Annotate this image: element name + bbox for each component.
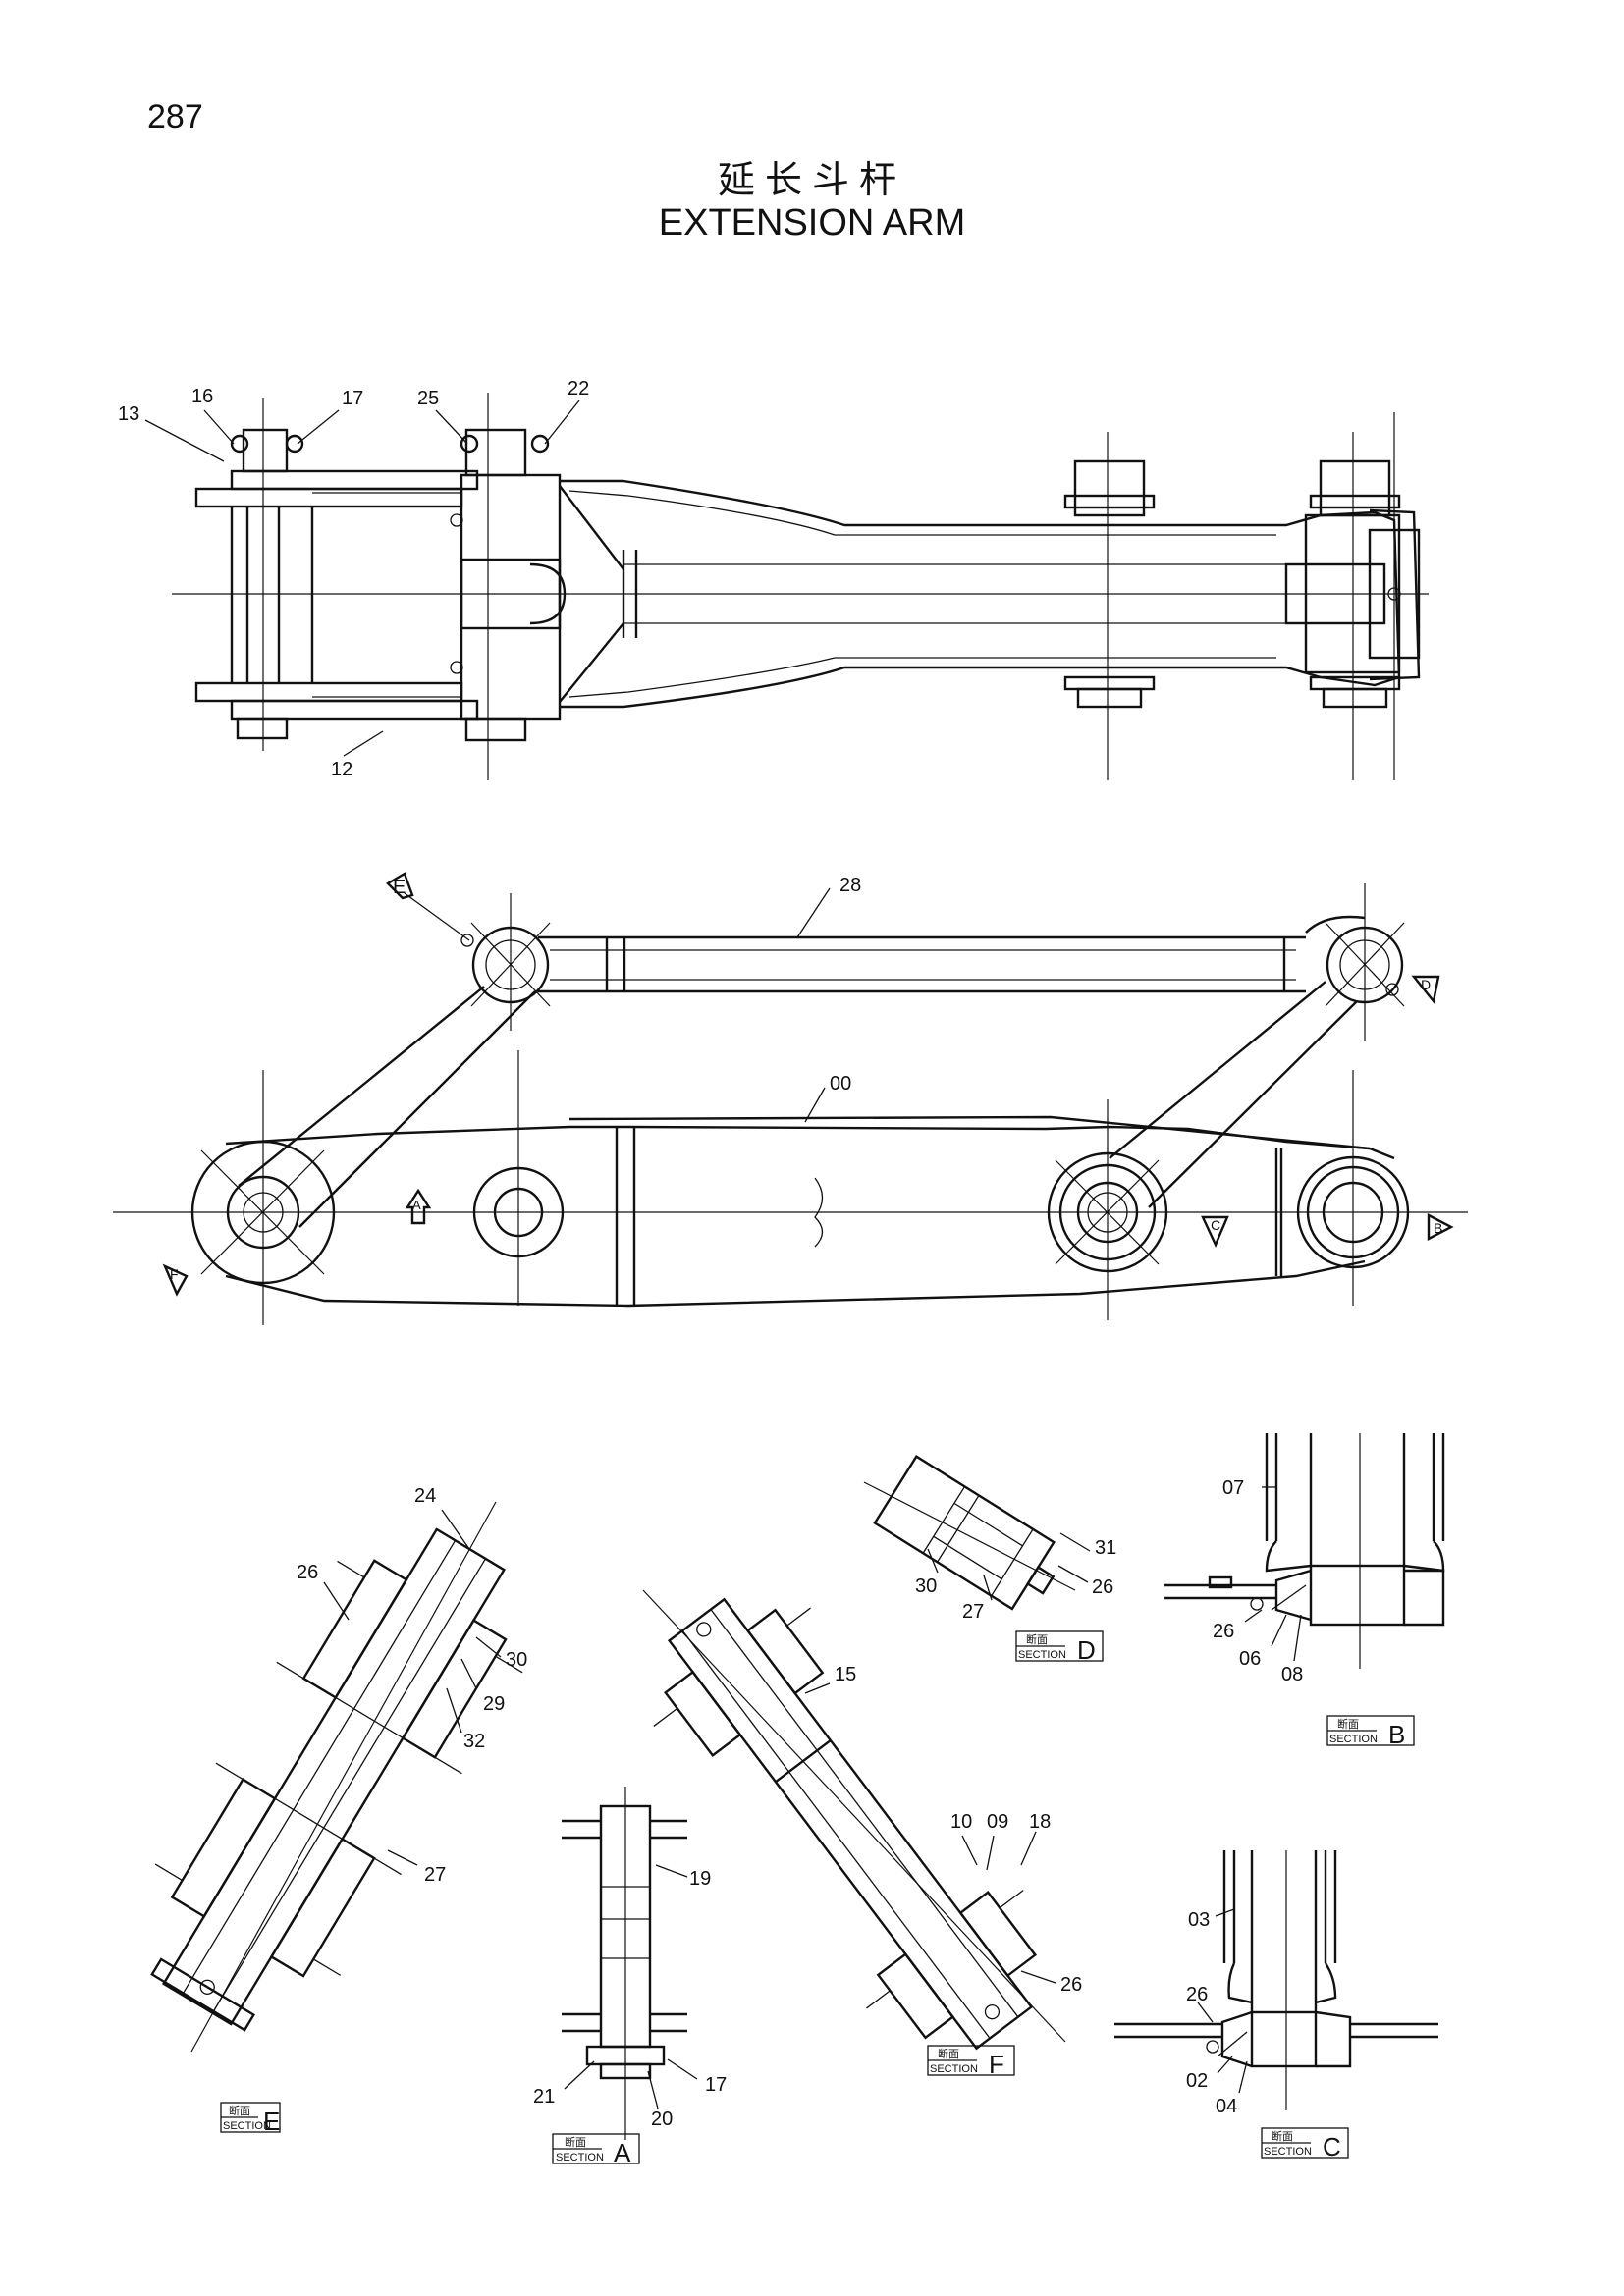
section-tag-c: 断面 SECTION C (1261, 2127, 1349, 2162)
section-d-view: 31 26 30 27 断面 SECTION D (863, 1455, 1116, 1665)
top-view: 13 16 17 25 22 12 (118, 378, 1429, 780)
svg-text:E: E (263, 2107, 280, 2136)
label-17-a: 17 (705, 2074, 727, 2096)
svg-text:F: F (170, 1266, 179, 1282)
label-00: 00 (830, 1073, 851, 1095)
svg-text:C: C (1323, 2132, 1341, 2162)
label-30-d: 30 (915, 1575, 937, 1597)
label-16: 16 (191, 386, 213, 407)
label-26-c: 26 (1186, 1984, 1208, 2005)
label-08: 08 (1281, 1664, 1303, 1685)
view-arrow-f: F (162, 1263, 189, 1297)
label-17: 17 (342, 388, 363, 409)
svg-text:SECTION: SECTION (1329, 1734, 1378, 1745)
svg-text:C: C (1211, 1217, 1220, 1233)
label-27-d: 27 (962, 1601, 984, 1623)
title-english: EXTENSION ARM (658, 202, 966, 243)
svg-text:B: B (1434, 1220, 1442, 1236)
svg-text:E: E (393, 877, 406, 898)
svg-text:A: A (614, 2138, 631, 2167)
label-02: 02 (1186, 2070, 1208, 2092)
label-29: 29 (483, 1693, 505, 1715)
section-tag-e: 断面 SECTION E (220, 2102, 281, 2136)
section-b-view: 07 26 06 08 断面 SECTION B (1164, 1433, 1445, 1749)
label-31: 31 (1095, 1537, 1116, 1559)
view-arrow-e: E (386, 872, 470, 941)
svg-text:F: F (989, 2050, 1004, 2079)
label-03: 03 (1188, 1909, 1210, 1931)
svg-text:D: D (1077, 1635, 1096, 1665)
label-24: 24 (414, 1485, 436, 1507)
section-tag-d: 断面 SECTION D (1015, 1630, 1104, 1665)
label-13: 13 (118, 403, 139, 425)
svg-text:SECTION: SECTION (556, 2152, 604, 2163)
label-26-f: 26 (1060, 1974, 1082, 1996)
svg-text:SECTION: SECTION (930, 2063, 978, 2075)
label-27: 27 (424, 1864, 446, 1886)
page-number: 287 (147, 98, 203, 135)
label-18: 18 (1029, 1811, 1051, 1833)
label-21: 21 (533, 2086, 555, 2108)
svg-text:断面: 断面 (1272, 2129, 1293, 2143)
svg-text:A: A (412, 1198, 421, 1212)
section-tag-b: 断面 SECTION B (1326, 1715, 1415, 1749)
label-09: 09 (987, 1811, 1008, 1833)
section-a-view: 19 21 20 17 断面 SECTION A (533, 1787, 727, 2167)
svg-text:B: B (1388, 1720, 1405, 1749)
view-arrow-c: C (1201, 1215, 1229, 1248)
svg-text:D: D (1421, 977, 1431, 992)
view-arrow-a: A (405, 1188, 432, 1225)
label-19: 19 (689, 1868, 711, 1890)
label-15: 15 (835, 1664, 856, 1685)
section-e-view: 24 26 30 29 32 27 断面 SECTION E (150, 1485, 527, 2136)
label-26-b: 26 (1213, 1621, 1234, 1642)
label-06: 06 (1239, 1648, 1261, 1670)
title-chinese: 延长斗杆 (717, 158, 906, 201)
label-20: 20 (651, 2109, 673, 2130)
svg-text:断面: 断面 (1337, 1717, 1359, 1731)
view-arrow-b: B (1427, 1213, 1454, 1241)
svg-text:SECTION: SECTION (223, 2120, 271, 2132)
label-22: 22 (568, 378, 589, 400)
label-28: 28 (839, 875, 861, 896)
view-arrow-d: D (1411, 975, 1440, 1004)
section-tag-f: 断面 SECTION F (927, 2045, 1015, 2079)
section-tag-a: 断面 SECTION A (552, 2133, 640, 2167)
label-04: 04 (1216, 2096, 1237, 2117)
label-25: 25 (417, 388, 439, 409)
side-view: E D A F C B 28 00 (113, 872, 1468, 1325)
svg-text:断面: 断面 (565, 2135, 586, 2149)
svg-text:SECTION: SECTION (1264, 2146, 1312, 2158)
section-c-view: 03 26 02 04 断面 SECTION C (1114, 1850, 1438, 2162)
svg-text:断面: 断面 (1026, 1632, 1048, 1646)
label-10: 10 (950, 1811, 972, 1833)
label-07: 07 (1222, 1477, 1244, 1499)
label-26-d: 26 (1092, 1576, 1113, 1598)
label-30: 30 (506, 1649, 527, 1671)
label-32: 32 (463, 1731, 485, 1752)
label-12: 12 (331, 759, 352, 780)
svg-text:SECTION: SECTION (1018, 1649, 1066, 1661)
label-26: 26 (297, 1562, 318, 1583)
section-f-view: 15 10 09 18 26 断面 SECTION F (642, 1589, 1082, 2079)
svg-text:断面: 断面 (938, 2047, 959, 2060)
svg-text:断面: 断面 (229, 2104, 250, 2117)
